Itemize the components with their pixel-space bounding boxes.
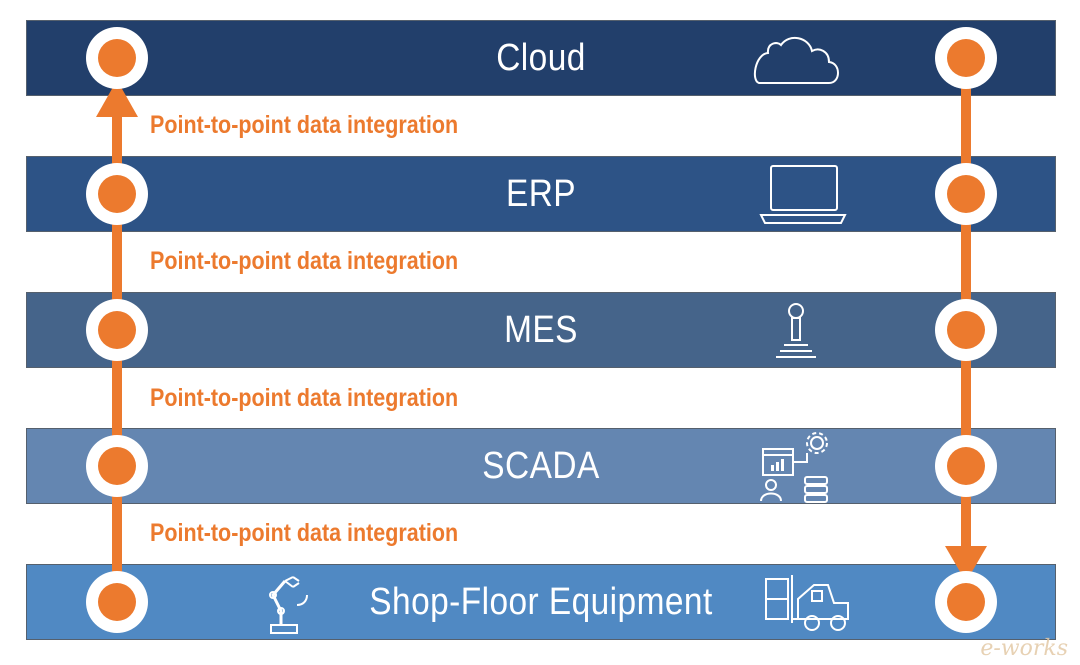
layer-scada: SCADA (26, 428, 1056, 504)
integration-label: Point-to-point data integration (150, 247, 459, 275)
laptop-icon (759, 165, 847, 224)
node-left-mes (86, 299, 148, 361)
layer-title-scada: SCADA (482, 444, 600, 487)
layer-erp: ERP (26, 156, 1056, 232)
down-arrow-icon (945, 546, 987, 582)
layer-title-erp: ERP (505, 172, 577, 215)
node-right-shop-floor (935, 571, 997, 633)
layer-title-shop-floor: Shop-Floor Equipment (369, 580, 713, 623)
robot-arm-icon (269, 576, 308, 634)
layer-cloud: Cloud (26, 20, 1056, 96)
joystick-icon (776, 303, 816, 358)
node-left-cloud (86, 27, 148, 89)
forklift-icon (765, 575, 849, 631)
node-right-erp (935, 163, 997, 225)
integration-label: Point-to-point data integration (150, 111, 459, 139)
node-left-scada (86, 435, 148, 497)
layer-title-cloud: Cloud (496, 36, 586, 79)
layer-mes: MES (26, 292, 1056, 368)
node-right-cloud (935, 27, 997, 89)
node-right-mes (935, 299, 997, 361)
dashboard-icon (760, 432, 828, 503)
layer-shop-floor: Shop-Floor Equipment (26, 564, 1056, 640)
cloud-icon (753, 36, 839, 84)
watermark-logo: e-works (980, 636, 1068, 661)
node-left-erp (86, 163, 148, 225)
integration-label: Point-to-point data integration (150, 384, 459, 412)
node-left-shop-floor (86, 571, 148, 633)
layer-title-mes: MES (504, 308, 578, 351)
node-right-scada (935, 435, 997, 497)
up-arrow-icon (96, 80, 138, 117)
integration-label: Point-to-point data integration (150, 519, 459, 547)
